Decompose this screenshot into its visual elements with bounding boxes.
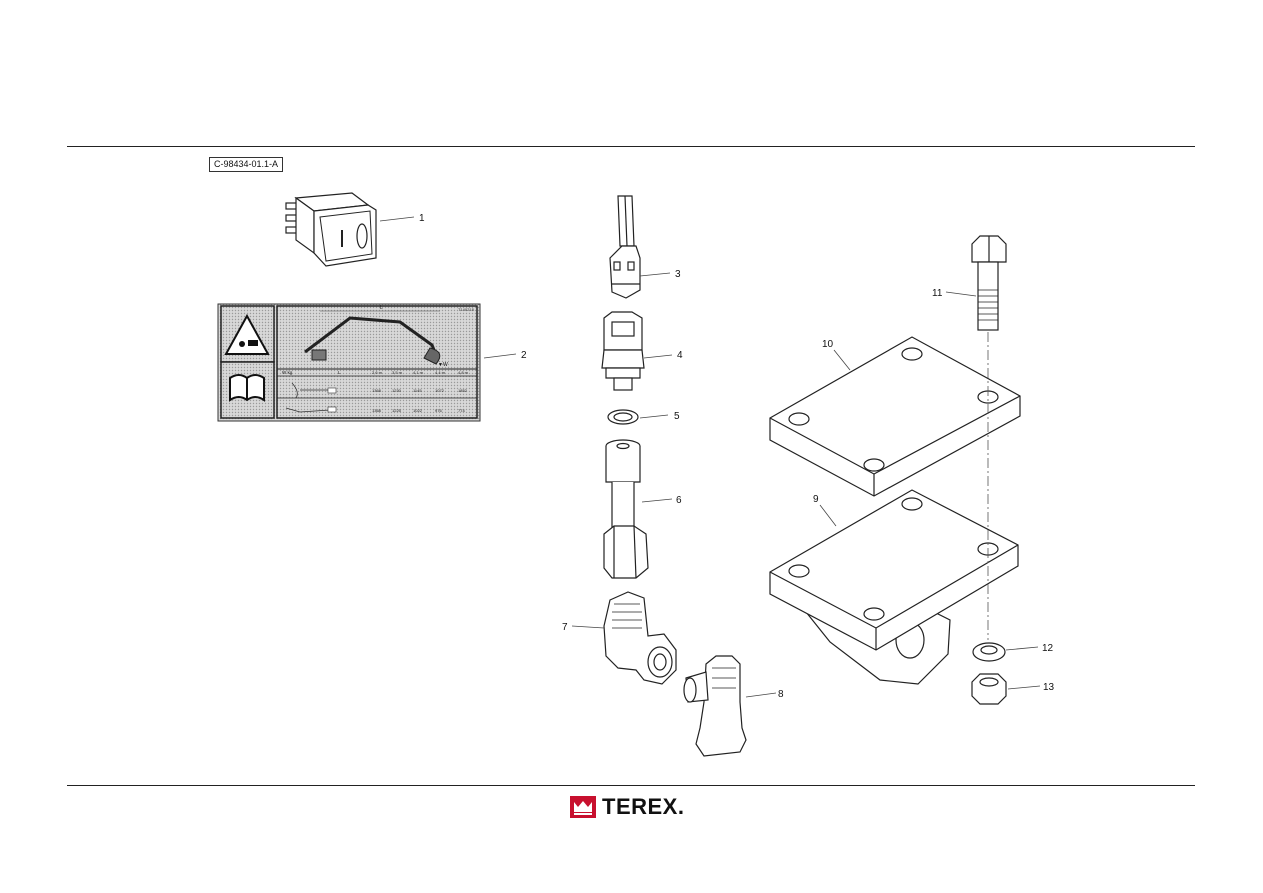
callout-11: 11 xyxy=(932,288,943,299)
decal-row1-value-1: 1230 xyxy=(392,388,402,393)
decal-row2-value-1: 1225 xyxy=(392,408,402,413)
svg-text:L: L xyxy=(380,305,383,311)
decal-row1-value-0: 1368 xyxy=(372,388,382,393)
callout-9: 9 xyxy=(813,494,819,505)
adapter-tube-part xyxy=(603,439,649,579)
safety-decal-part: T140218 L ▼W W kg L 2,6 m 3,5 m 4,1 m 4,4 m… xyxy=(217,303,481,422)
svg-text:▼W: ▼W xyxy=(438,362,448,368)
hex-bolt-part xyxy=(971,235,1007,331)
seal-ring-part xyxy=(607,409,639,425)
decal-row2-value-2: 1022 xyxy=(413,408,423,413)
pressure-sensor-part xyxy=(601,311,645,391)
callout-leaders xyxy=(379,216,1041,698)
callout-7: 7 xyxy=(562,622,568,633)
decal-row2-value-4: 774 xyxy=(458,408,465,413)
callout-5: 5 xyxy=(674,411,680,422)
callout-1: 1 xyxy=(419,213,425,224)
decal-distance-4: 4,8 m xyxy=(458,370,469,375)
decal-row1-value-2: 1145 xyxy=(413,388,422,393)
rocker-switch-part xyxy=(285,192,377,267)
callout-13: 13 xyxy=(1043,682,1055,693)
hex-nut-part xyxy=(971,673,1007,705)
decal-distance-2: 4,1 m xyxy=(413,370,424,375)
callout-10: 10 xyxy=(822,339,834,350)
drawing-reference-code: C-98434-01.1-A xyxy=(209,157,284,172)
decal-row2-value-3: 976 xyxy=(435,408,442,413)
callout-numbers: 1 2 3 4 5 6 7 8 9 10 11 12 13 xyxy=(419,213,1055,700)
decal-distance-0: 2,6 m xyxy=(372,370,383,375)
terex-logo: TEREX. xyxy=(570,794,685,819)
decal-row1-value-4: 1852 xyxy=(458,388,468,393)
terex-crown-icon xyxy=(570,796,596,818)
header-rule xyxy=(67,146,1195,147)
svg-text:W kg: W kg xyxy=(282,370,293,375)
lock-washer-part xyxy=(972,642,1006,662)
callout-4: 4 xyxy=(677,350,683,361)
footer-rule xyxy=(67,785,1195,786)
brand-name: TEREX. xyxy=(602,794,685,819)
tee-fitting-part xyxy=(683,655,747,757)
svg-text:T140218: T140218 xyxy=(458,307,475,312)
callout-12: 12 xyxy=(1042,643,1054,654)
callout-2: 2 xyxy=(521,350,527,361)
spacer-plate-part xyxy=(769,336,1021,497)
decal-distance-3: 4,4 m xyxy=(435,370,446,375)
decal-distance-1: 3,5 m xyxy=(392,370,403,375)
decal-row2-value-0: 1368 xyxy=(372,408,382,413)
callout-8: 8 xyxy=(778,689,784,700)
elbow-fitting-part xyxy=(603,591,677,685)
cable-connector-part xyxy=(609,195,641,299)
decal-row1-value-3: 1072 xyxy=(435,388,445,393)
svg-text:L: L xyxy=(338,370,341,375)
callout-6: 6 xyxy=(676,495,682,506)
callout-3: 3 xyxy=(675,269,681,280)
